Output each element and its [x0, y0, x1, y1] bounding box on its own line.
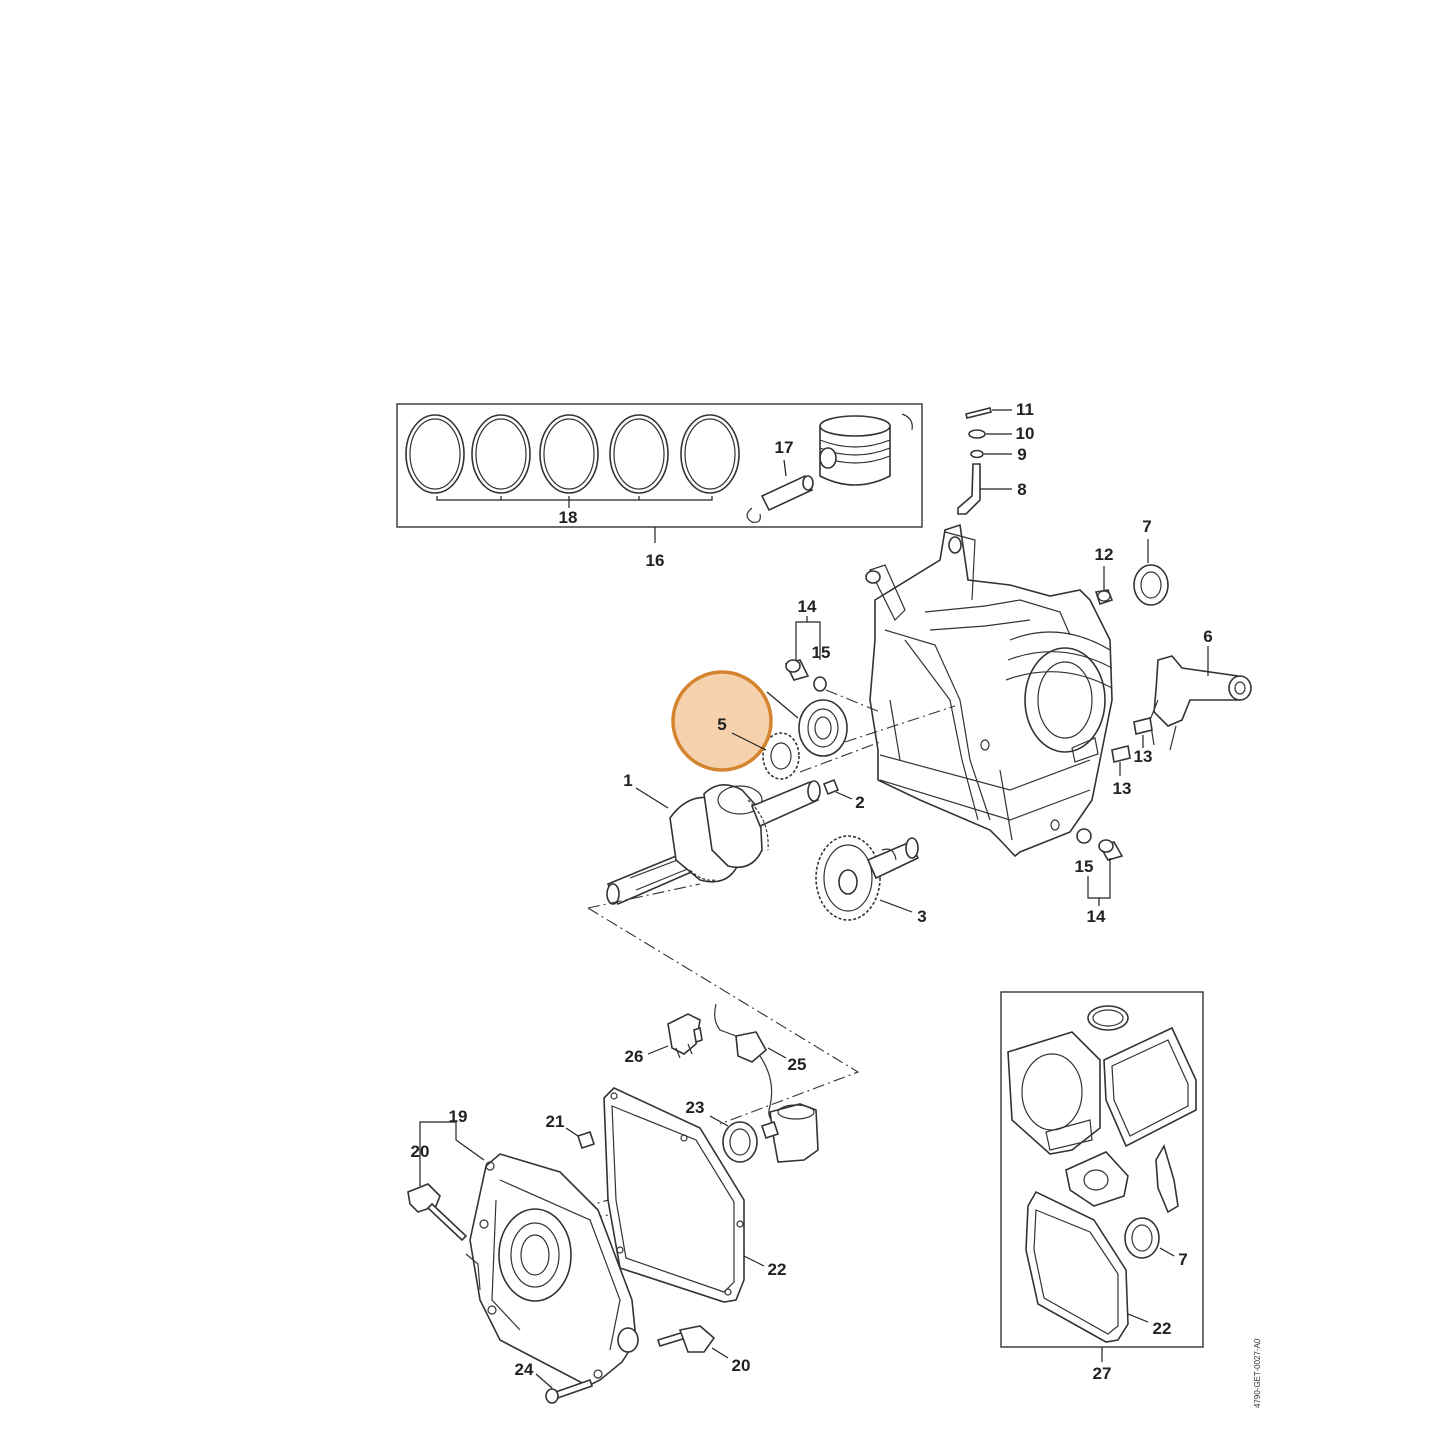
- document-code: 4790-GET-0027-A0: [1253, 1338, 1262, 1408]
- o-ring-gasket[interactable]: [1087, 1005, 1129, 1031]
- label-7-top[interactable]: 7: [1142, 517, 1151, 536]
- o-ring-9[interactable]: [970, 449, 984, 459]
- label-8[interactable]: 8: [1017, 480, 1026, 499]
- label-5[interactable]: 5: [717, 715, 726, 734]
- crank-gear-5[interactable]: [762, 732, 800, 780]
- connecting-rod-6[interactable]: [1149, 655, 1252, 751]
- piston-ring-5[interactable]: [680, 414, 740, 494]
- oil-seal-7-kit[interactable]: [1124, 1217, 1160, 1259]
- highlight-marker[interactable]: [671, 670, 773, 772]
- bolt-12[interactable]: [1094, 589, 1114, 606]
- bolt-24[interactable]: [545, 1378, 594, 1404]
- governor-parts: [957, 407, 1012, 515]
- label-25[interactable]: 25: [788, 1055, 807, 1074]
- dowel-pin-13b[interactable]: [1111, 745, 1131, 763]
- crankshaft-1[interactable]: [606, 780, 821, 906]
- ignition-coil-25[interactable]: [714, 1003, 819, 1163]
- label-2[interactable]: 2: [855, 793, 864, 812]
- label-19[interactable]: 19: [449, 1107, 468, 1126]
- piston-ring-4[interactable]: [609, 414, 669, 494]
- label-1[interactable]: 1: [623, 771, 632, 790]
- label-14-right[interactable]: 14: [1087, 907, 1106, 926]
- piston-ring-2[interactable]: [471, 414, 531, 494]
- oil-seal-23[interactable]: [722, 1121, 758, 1163]
- piston-ring-3[interactable]: [539, 414, 599, 494]
- dowel-pin-13a[interactable]: [1133, 717, 1153, 735]
- oil-dipstick-20-right[interactable]: [656, 1325, 716, 1353]
- label-15-right[interactable]: 15: [1075, 857, 1094, 876]
- circlip-left[interactable]: [746, 507, 761, 523]
- label-15-left[interactable]: 15: [812, 643, 831, 662]
- governor-arm-8[interactable]: [957, 463, 981, 515]
- gasket-22[interactable]: [603, 1087, 745, 1303]
- valve-cover-gasket[interactable]: [1103, 1026, 1197, 1148]
- woodruff-key-2[interactable]: [822, 778, 840, 796]
- crankshaft-bearing[interactable]: [798, 699, 848, 757]
- label-26[interactable]: 26: [625, 1047, 644, 1066]
- piston[interactable]: [819, 415, 891, 486]
- label-3[interactable]: 3: [917, 907, 926, 926]
- crankcase-cover-19[interactable]: [465, 1153, 639, 1387]
- label-20-right[interactable]: 20: [732, 1356, 751, 1375]
- cylinder-head-gasket[interactable]: [1007, 1031, 1101, 1155]
- exhaust-gasket[interactable]: [1065, 1151, 1129, 1207]
- washer-15-left[interactable]: [813, 676, 827, 692]
- gasket-kit-box: [1000, 991, 1204, 1362]
- label-23[interactable]: 23: [686, 1098, 705, 1117]
- drain-bolt-14-left[interactable]: [784, 659, 810, 681]
- piston-ring-1[interactable]: [405, 414, 465, 494]
- dowel-pin-21[interactable]: [576, 1130, 596, 1150]
- insulator-gasket[interactable]: [1155, 1143, 1179, 1214]
- label-24[interactable]: 24: [515, 1360, 534, 1379]
- washer-10[interactable]: [968, 429, 986, 439]
- piston-kit-box: [396, 403, 923, 543]
- label-14-left[interactable]: 14: [798, 597, 817, 616]
- oil-dipstick-20-left[interactable]: [407, 1183, 468, 1242]
- crankcase-gasket-22-kit[interactable]: [1025, 1190, 1129, 1343]
- crankcase[interactable]: [865, 523, 1113, 858]
- label-21[interactable]: 21: [546, 1112, 565, 1131]
- piston-pin[interactable]: [760, 474, 814, 512]
- circlip-right[interactable]: [901, 413, 913, 431]
- label-18[interactable]: 18: [559, 508, 578, 527]
- label-22[interactable]: 22: [768, 1260, 787, 1279]
- label-9[interactable]: 9: [1017, 445, 1026, 464]
- oil-seal-7-top[interactable]: [1133, 564, 1169, 606]
- bracket-26[interactable]: [667, 1013, 703, 1059]
- label-6[interactable]: 6: [1203, 627, 1212, 646]
- part-labels: 1 2 3 5 6 7 7 8 9 10 11 12 13 13 14 14 1…: [411, 400, 1213, 1383]
- label-12[interactable]: 12: [1095, 545, 1114, 564]
- camshaft-3[interactable]: [815, 835, 920, 921]
- label-22-kit[interactable]: 22: [1153, 1319, 1172, 1338]
- label-27[interactable]: 27: [1093, 1364, 1112, 1383]
- washer-15-right[interactable]: [1076, 828, 1092, 844]
- label-11[interactable]: 11: [1016, 400, 1034, 419]
- label-16[interactable]: 16: [646, 551, 665, 570]
- label-20-left[interactable]: 20: [411, 1142, 430, 1161]
- label-10[interactable]: 10: [1016, 424, 1035, 443]
- label-17[interactable]: 17: [775, 438, 794, 457]
- label-7-kit[interactable]: 7: [1178, 1250, 1187, 1269]
- label-13b[interactable]: 13: [1113, 779, 1132, 798]
- governor-pin-11[interactable]: [965, 407, 992, 419]
- drain-bolt-14-right[interactable]: [1098, 839, 1124, 861]
- label-13a[interactable]: 13: [1134, 747, 1153, 766]
